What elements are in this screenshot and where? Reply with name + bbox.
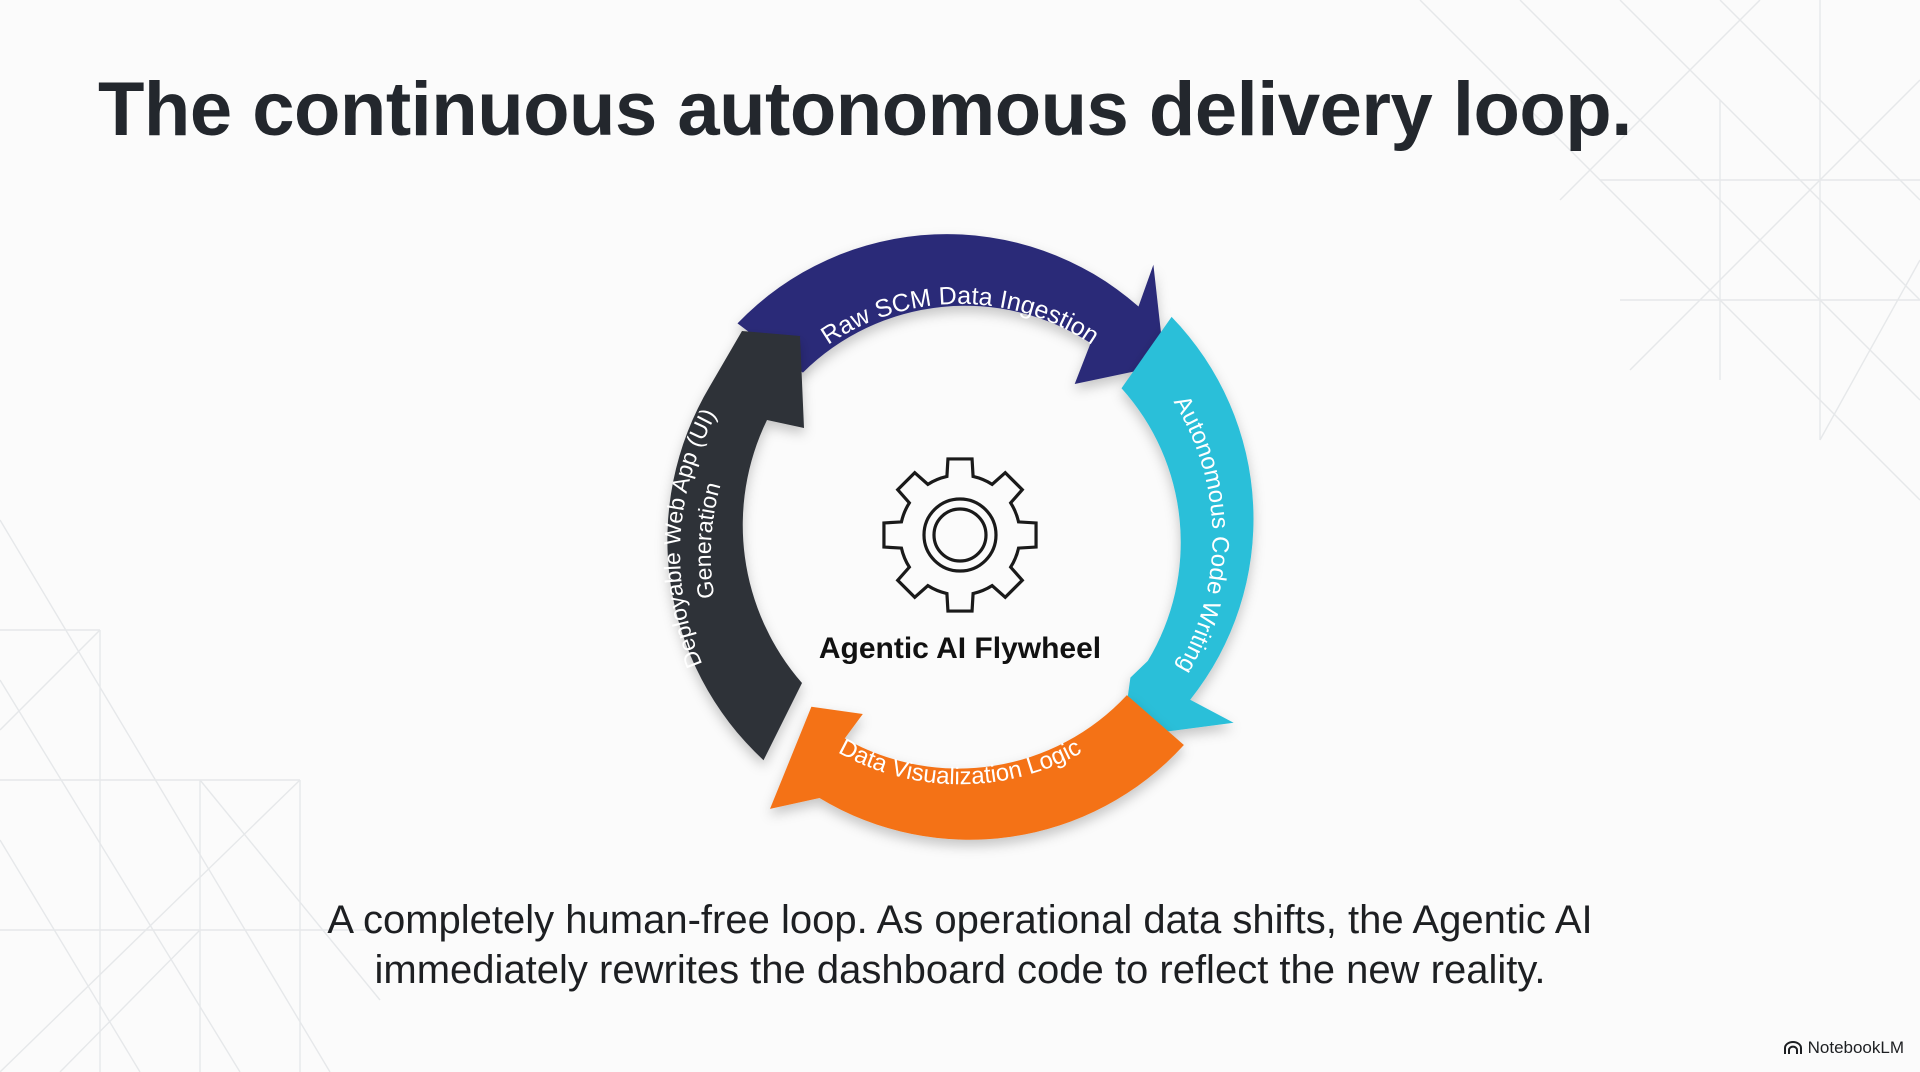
stage-arrow-data-visualization-logic: [770, 695, 1184, 840]
stage-arrow-deployable-web-app-generation: [667, 331, 804, 761]
gear-icon: [882, 457, 1038, 613]
stage-arrow-raw-scm-data-ingestion: [737, 234, 1165, 384]
notebooklm-logo-icon: [1783, 1041, 1802, 1054]
caption-line-1: A completely human-free loop. As operati…: [327, 898, 1593, 942]
brand-label: NotebookLM: [1807, 1038, 1904, 1057]
caption: A completely human-free loop. As operati…: [160, 895, 1760, 995]
center-label: Agentic AI Flywheel: [819, 632, 1101, 665]
caption-line-2: immediately rewrites the dashboard code …: [374, 948, 1546, 992]
notebooklm-brand: NotebookLM: [1783, 1038, 1904, 1058]
stage-arrow-autonomous-code-writing: [1121, 316, 1254, 738]
page-title: The continuous autonomous delivery loop.: [98, 67, 1632, 152]
